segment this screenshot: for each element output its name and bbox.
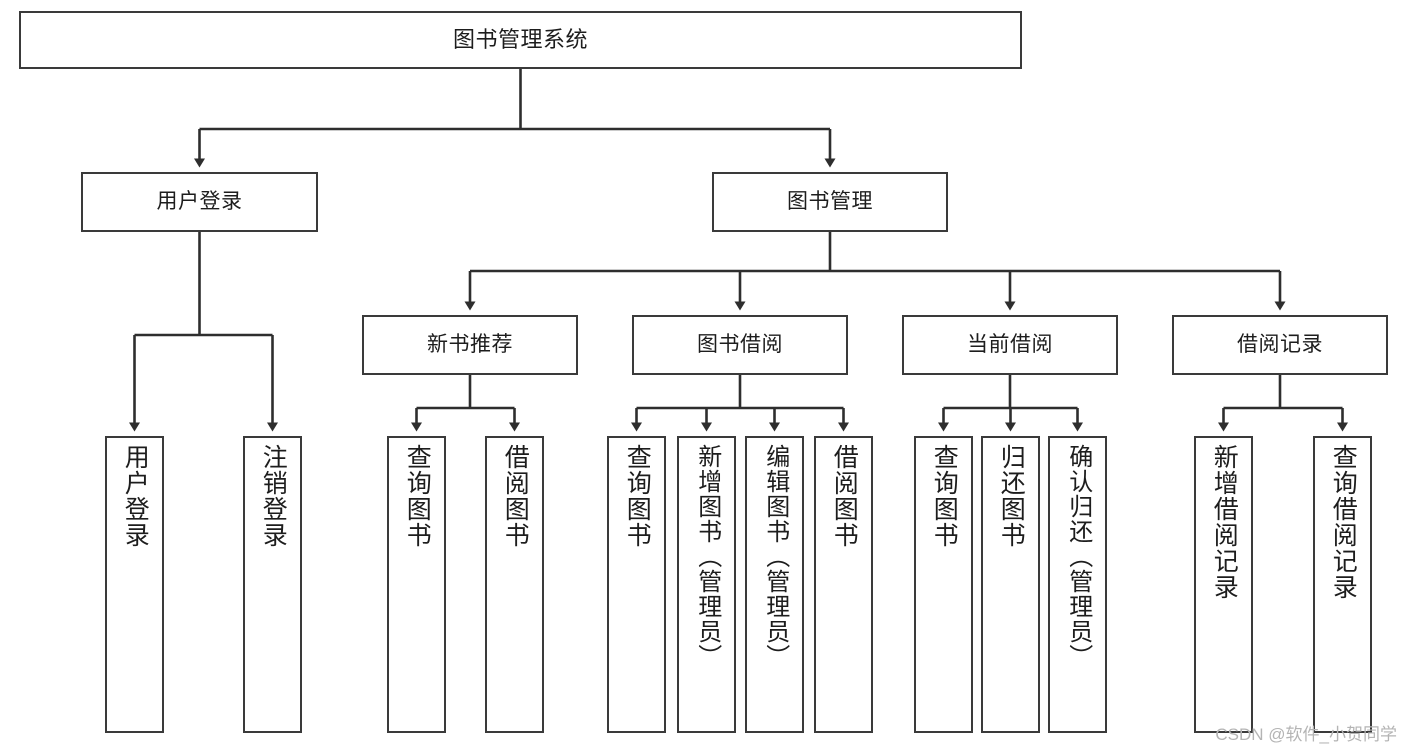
node-leaf-add-book-admin[interactable]: 新增图书（管理员） xyxy=(677,436,736,733)
node-root-label: 图书管理系统 xyxy=(452,27,588,53)
node-leaf-edit-book-admin[interactable]: 编辑图书（管理员） xyxy=(745,436,804,733)
node-book-management[interactable]: 图书管理 xyxy=(712,172,948,232)
node-leaf-borrow-book-1[interactable]: 借阅图书 xyxy=(485,436,544,733)
node-leaf-borrow-book-1-label: 借阅图书 xyxy=(501,444,530,548)
node-leaf-add-borrow-record[interactable]: 新增借阅记录 xyxy=(1194,436,1253,733)
node-leaf-query-book-3[interactable]: 查询图书 xyxy=(914,436,973,733)
node-user-login-label: 用户登录 xyxy=(156,189,243,213)
node-leaf-add-borrow-record-label: 新增借阅记录 xyxy=(1210,444,1239,600)
node-book-borrow-label: 图书借阅 xyxy=(697,332,783,356)
node-borrow-record[interactable]: 借阅记录 xyxy=(1172,315,1388,375)
node-leaf-query-book-1[interactable]: 查询图书 xyxy=(387,436,446,733)
node-leaf-query-book-3-label: 查询图书 xyxy=(930,444,959,548)
node-leaf-query-book-1-label: 查询图书 xyxy=(403,444,432,548)
node-root[interactable]: 图书管理系统 xyxy=(19,11,1022,69)
node-borrow-record-label: 借阅记录 xyxy=(1237,332,1323,356)
node-leaf-confirm-return-admin[interactable]: 确认归还（管理员） xyxy=(1048,436,1107,733)
node-leaf-borrow-book-2[interactable]: 借阅图书 xyxy=(814,436,873,733)
node-leaf-edit-book-admin-label: 编辑图书（管理员） xyxy=(761,444,789,669)
node-leaf-query-book-2-label: 查询图书 xyxy=(623,444,652,548)
node-leaf-return-book-label: 归还图书 xyxy=(997,444,1026,548)
node-leaf-query-borrow-record-label: 查询借阅记录 xyxy=(1329,444,1358,600)
node-new-book-recommend-label: 新书推荐 xyxy=(427,332,513,356)
node-leaf-logout-label: 注销登录 xyxy=(259,444,288,548)
node-leaf-add-book-admin-label: 新增图书（管理员） xyxy=(693,444,721,669)
node-book-borrow[interactable]: 图书借阅 xyxy=(632,315,848,375)
node-leaf-query-borrow-record[interactable]: 查询借阅记录 xyxy=(1313,436,1372,733)
node-leaf-confirm-return-admin-label: 确认归还（管理员） xyxy=(1064,444,1092,669)
node-leaf-user-login-label: 用户登录 xyxy=(121,444,150,548)
node-new-book-recommend[interactable]: 新书推荐 xyxy=(362,315,578,375)
node-leaf-user-login[interactable]: 用户登录 xyxy=(105,436,164,733)
node-user-login[interactable]: 用户登录 xyxy=(81,172,318,232)
node-book-management-label: 图书管理 xyxy=(787,189,873,213)
node-leaf-borrow-book-2-label: 借阅图书 xyxy=(830,444,859,548)
node-leaf-query-book-2[interactable]: 查询图书 xyxy=(607,436,666,733)
node-leaf-return-book[interactable]: 归还图书 xyxy=(981,436,1040,733)
csdn-watermark: CSDN @软件_小贺同学 xyxy=(1215,725,1397,744)
node-leaf-logout[interactable]: 注销登录 xyxy=(243,436,302,733)
node-current-borrow[interactable]: 当前借阅 xyxy=(902,315,1118,375)
node-current-borrow-label: 当前借阅 xyxy=(967,332,1053,356)
